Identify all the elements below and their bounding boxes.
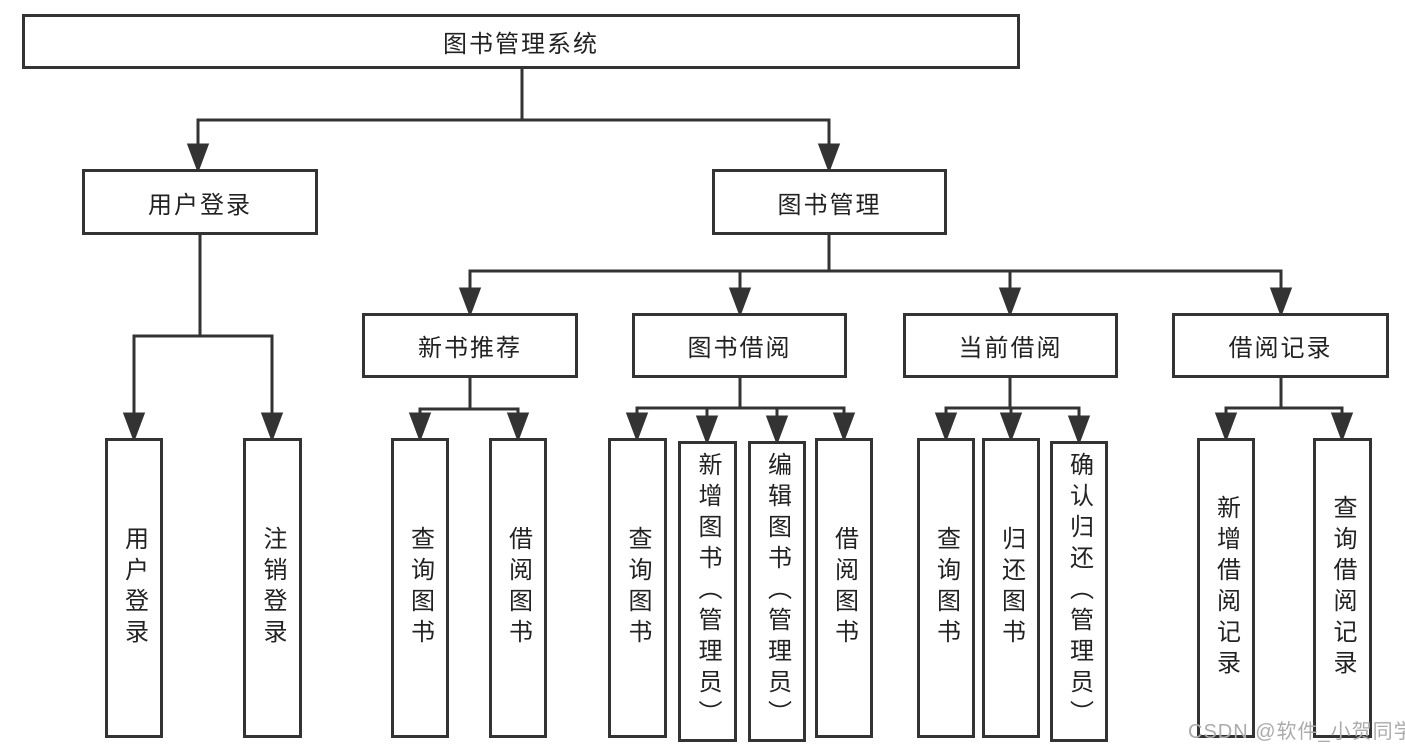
arrowhead-icon (260, 412, 284, 443)
node-label: 图书管理 (777, 191, 882, 219)
arrowhead-icon (695, 415, 719, 446)
arrowhead-icon (122, 412, 146, 443)
node-label: 用户登录 (148, 191, 252, 219)
connector-newbooks-to-leaves (408, 378, 530, 443)
leaf-query-borrow-record: 查询借阅记录 (1313, 438, 1372, 738)
node-label: 新书推荐 (418, 335, 522, 362)
arrowhead-icon (999, 412, 1023, 443)
arrowhead-icon (458, 287, 482, 318)
arrowhead-icon (934, 412, 958, 443)
leaf-borrow-books-recommend: 借阅图书 (489, 438, 547, 738)
arrowhead-icon (1330, 412, 1354, 443)
arrowhead-icon (1214, 412, 1238, 443)
arrowhead-icon (1067, 415, 1091, 446)
leaf-confirm-return-admin: 确认归还（管理员） (1050, 441, 1108, 742)
node-label: 图书借阅 (687, 335, 792, 362)
leaf-label: 新增图书（管理员） (694, 452, 721, 731)
node-book-borrowing: 图书借阅 (632, 313, 847, 378)
node-new-book-recommendation: 新书推荐 (362, 313, 578, 378)
leaf-borrow-books: 借阅图书 (815, 438, 873, 738)
leaf-label: 借阅图书 (830, 526, 858, 650)
leaf-logout: 注销登录 (243, 438, 302, 738)
leaf-add-books-admin: 新增图书（管理员） (678, 441, 737, 742)
arrowhead-icon (186, 143, 210, 174)
connector-borrowrecords-to-leaves (1214, 378, 1354, 443)
arrowhead-icon (765, 415, 789, 446)
node-borrowing-records: 借阅记录 (1172, 313, 1389, 378)
leaf-label: 用户登录 (120, 526, 148, 650)
csdn-watermark: CSDN @软件_小贺同学 (1188, 721, 1405, 743)
connector-bookborrow-to-leaves (625, 378, 856, 446)
leaf-add-borrow-record: 新增借阅记录 (1197, 438, 1255, 738)
leaf-label: 查询图书 (406, 526, 434, 650)
leaf-label: 新增借阅记录 (1212, 495, 1240, 681)
leaf-label: 注销登录 (259, 526, 286, 650)
leaf-label: 编辑图书（管理员） (763, 452, 791, 731)
arrowhead-icon (625, 412, 649, 443)
leaf-edit-books-admin: 编辑图书（管理员） (748, 441, 806, 742)
node-label: 图书管理系统 (443, 31, 599, 58)
leaf-user-login: 用户登录 (105, 438, 163, 738)
leaf-label: 确认归还（管理员） (1065, 452, 1093, 731)
arrowhead-icon (998, 287, 1022, 318)
arrowhead-icon (817, 143, 841, 174)
arrowhead-icon (506, 412, 530, 443)
node-label: 借阅记录 (1228, 335, 1333, 362)
arrowhead-icon (408, 412, 432, 443)
connector-currentborrow-to-leaves (934, 378, 1091, 446)
leaf-query-books-borrow: 查询图书 (608, 438, 667, 738)
node-library-management-system: 图书管理系统 (22, 14, 1020, 69)
leaf-label: 查询图书 (624, 526, 651, 650)
arrowhead-icon (1269, 287, 1293, 318)
node-user-login: 用户登录 (82, 169, 318, 235)
leaf-label: 查询借阅记录 (1329, 495, 1356, 681)
node-current-borrowing: 当前借阅 (903, 313, 1118, 378)
leaf-label: 借阅图书 (504, 526, 532, 650)
leaf-query-books-current: 查询图书 (917, 438, 975, 738)
leaf-label: 归还图书 (997, 526, 1025, 650)
node-book-management: 图书管理 (712, 169, 947, 235)
connector-userlogin-to-leaves (122, 235, 284, 443)
arrowhead-icon (728, 287, 752, 318)
node-label: 当前借阅 (958, 335, 1063, 362)
arrowhead-icon (832, 412, 856, 443)
connector-bookmgmt-to-level3 (458, 235, 1293, 318)
leaf-label: 查询图书 (932, 526, 960, 650)
connector-root-to-level2 (186, 69, 841, 174)
leaf-query-books-recommend: 查询图书 (391, 438, 449, 738)
leaf-return-books: 归还图书 (982, 438, 1040, 738)
